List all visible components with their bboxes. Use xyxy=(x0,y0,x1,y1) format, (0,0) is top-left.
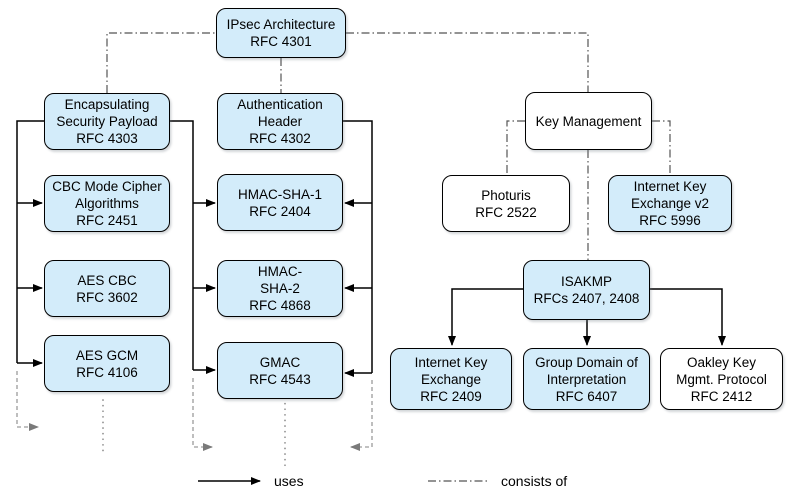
node-line: Photuris xyxy=(481,187,531,203)
node-line: Group Domain of xyxy=(535,354,638,370)
node-authentication-header: Authentication Header RFC 4302 xyxy=(217,93,343,150)
node-hmac-sha1: HMAC-SHA-1 RFC 2404 xyxy=(217,174,343,231)
node-line: Exchange v2 xyxy=(630,196,710,211)
node-line: Internet Key xyxy=(414,354,488,370)
continuation-arrow-middle-bus xyxy=(192,378,213,451)
uses-link-isakmp-oakley xyxy=(650,288,726,346)
node-line: AES CBC xyxy=(77,272,137,288)
continuation-arrow-right-bus xyxy=(350,380,373,451)
node-line: RFC 6407 xyxy=(555,388,618,404)
node-isakmp: ISAKMP RFCs 2407, 2408 xyxy=(523,260,650,320)
node-oakley: Oakley Key Mgmt. Protocol RFC 2412 xyxy=(660,348,783,410)
node-line: RFC 5996 xyxy=(639,213,701,228)
node-line: AES GCM xyxy=(75,347,139,363)
node-ikev2: Internet Key Exchange v2 RFC 5996 xyxy=(608,175,732,232)
node-line: Mgmt. Protocol xyxy=(676,371,767,387)
node-line: Oakley Key xyxy=(686,354,757,370)
node-ipsec-architecture: IPsec Architecture RFC 4301 xyxy=(216,8,346,58)
node-hmac-sha2: HMAC- SHA-2 RFC 4868 xyxy=(217,260,343,317)
node-cbc-mode-cipher: CBC Mode Cipher Algorithms RFC 2451 xyxy=(44,175,170,232)
node-line: CBC Mode Cipher xyxy=(52,179,162,194)
node-line: Header xyxy=(257,114,303,129)
node-line: RFC 2412 xyxy=(690,388,753,404)
node-line: Exchange xyxy=(420,371,482,387)
node-line: RFC 3602 xyxy=(76,289,138,305)
node-aes-cbc: AES CBC RFC 3602 xyxy=(44,260,170,317)
uses-bus-auth-header-right xyxy=(343,120,373,373)
consists-of-link-ipsec-esp xyxy=(106,32,216,93)
node-line: Interpretation xyxy=(546,371,627,387)
node-line: Encapsulating xyxy=(64,97,150,112)
node-line: RFC 2409 xyxy=(420,388,482,404)
continuation-arrow-left-bus xyxy=(16,371,39,431)
legend-uses-label: uses xyxy=(274,473,304,489)
node-line: RFCs 2407, 2408 xyxy=(533,291,640,306)
node-line: HMAC-SHA-1 xyxy=(237,186,322,202)
node-photuris: Photuris RFC 2522 xyxy=(442,175,570,232)
node-line: RFC 4543 xyxy=(249,371,311,387)
node-line: Key Management xyxy=(535,113,642,129)
node-gdoi: Group Domain of Interpretation RFC 6407 xyxy=(523,348,650,410)
consists-of-link-ipsec-key-management xyxy=(346,32,589,92)
node-gmac: GMAC RFC 4543 xyxy=(217,342,343,399)
consists-of-link-keymgmt-photuris xyxy=(506,120,525,175)
node-line: ISAKMP xyxy=(560,274,612,289)
node-line: RFC 4868 xyxy=(249,298,311,313)
node-line: RFC 4303 xyxy=(76,131,138,146)
uses-link-isakmp-ike xyxy=(448,288,523,346)
node-line: GMAC xyxy=(259,354,301,370)
node-aes-gcm: AES GCM RFC 4106 xyxy=(44,335,170,392)
node-esp: Encapsulating Security Payload RFC 4303 xyxy=(44,93,170,150)
node-ike: Internet Key Exchange RFC 2409 xyxy=(390,348,512,410)
node-line: Algorithms xyxy=(75,196,139,211)
consists-of-link-keymgmt-ikev2 xyxy=(652,120,671,175)
node-line: IPsec Architecture xyxy=(226,17,336,32)
node-line: SHA-2 xyxy=(260,281,300,296)
node-line: RFC 4106 xyxy=(76,364,138,380)
node-line: RFC 2451 xyxy=(76,213,138,228)
uses-bus-esp-right xyxy=(170,120,194,370)
legend-consists-of-label: consists of xyxy=(501,473,568,489)
node-key-management: Key Management xyxy=(525,92,652,150)
node-line: RFC 4301 xyxy=(250,34,312,49)
node-line: Internet Key xyxy=(633,179,707,194)
node-line: RFC 2522 xyxy=(475,204,537,220)
node-line: Authentication xyxy=(237,97,323,112)
node-line: HMAC- xyxy=(257,264,303,279)
node-line: RFC 4302 xyxy=(249,131,311,146)
node-line: RFC 2404 xyxy=(249,203,311,219)
node-line: Security Payload xyxy=(56,114,158,129)
uses-bus-esp-left xyxy=(16,120,44,363)
